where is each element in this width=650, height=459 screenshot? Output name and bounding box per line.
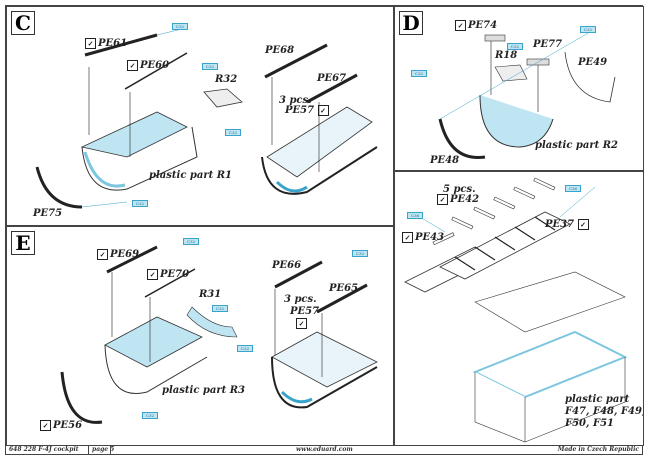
check-icon: ✓ <box>455 20 466 31</box>
panel-f-drawing <box>404 177 628 443</box>
label-r32: R32 <box>215 74 238 85</box>
label-3pcs: 3 pcs. <box>284 294 317 305</box>
paint-callout: C32 <box>132 200 148 207</box>
label-plastic-parts-2: F50, F51 <box>565 418 614 429</box>
paint-callout: C32 <box>202 63 218 70</box>
panel-f: 5 pcs. ✓PE42 ✓PE43 PE37 ✓ plastic part F… <box>394 171 644 446</box>
product-code: 648 228 F-4J cockpit <box>9 446 79 453</box>
label-pe48: PE48 <box>430 155 460 166</box>
check-icon: ✓ <box>296 318 307 329</box>
label-pe42: ✓PE42 <box>437 194 479 205</box>
panel-e-drawing <box>60 245 378 424</box>
label-plastic-r1: plastic part R1 <box>149 170 232 181</box>
panel-c: C ✓PE61 ✓PE60 R32 PE75 plastic part R1 P <box>6 6 394 226</box>
check-icon: ✓ <box>40 420 51 431</box>
paint-callout: C32 <box>352 250 368 257</box>
page-number: page 5 <box>92 446 115 453</box>
label-pe37: PE37 ✓ <box>545 219 591 230</box>
check-icon: ✓ <box>85 38 96 49</box>
instruction-sheet: C ✓PE61 ✓PE60 R32 PE75 plastic part R1 P <box>5 5 644 446</box>
label-plastic-r3: plastic part R3 <box>162 385 245 396</box>
label-plastic-parts-1: F47, F48, F49, <box>565 406 644 417</box>
label-pe65: PE65 <box>329 283 359 294</box>
paint-callout: C32 <box>411 70 427 77</box>
check-icon: ✓ <box>437 194 448 205</box>
label-pe43: ✓PE43 <box>402 232 444 243</box>
footer: 648 228 F-4J cockpit page 5 www.eduard.c… <box>5 445 643 455</box>
label-pe68: PE68 <box>265 45 295 56</box>
label-r31: R31 <box>199 289 222 300</box>
check-icon: ✓ <box>577 219 589 230</box>
label-pe67: PE67 <box>317 73 347 84</box>
label-5pcs: 5 pcs. <box>443 184 476 195</box>
paint-callout: C32 <box>225 129 241 136</box>
label-pe57: PE57 ✓ <box>285 105 331 116</box>
check-icon: ✓ <box>402 232 413 243</box>
paint-callout: C32 <box>172 23 188 30</box>
paint-callout: C36 <box>565 185 581 192</box>
label-plastic-part: plastic part <box>565 394 630 405</box>
paint-callout: C32 <box>212 305 228 312</box>
label-pe66: PE66 <box>272 260 302 271</box>
label-pe49: PE49 <box>578 57 608 68</box>
origin: Made in Czech Republic <box>557 446 639 453</box>
label-pe57: PE57 <box>290 306 320 317</box>
label-pe74: ✓PE74 <box>455 20 497 31</box>
check-pe57: ✓ <box>296 318 309 329</box>
paint-callout: C32 <box>580 26 596 33</box>
label-plastic-r2: plastic part R2 <box>535 140 618 151</box>
paint-callout: C32 <box>142 412 158 419</box>
paint-callout: C32 <box>183 238 199 245</box>
check-icon: ✓ <box>97 249 108 260</box>
panel-d: D ✓PE74 PE77 R18 PE49 PE48 plastic part … <box>394 6 644 171</box>
check-icon: ✓ <box>317 105 329 116</box>
label-pe60: ✓PE60 <box>127 60 169 71</box>
label-pe56: ✓PE56 <box>40 420 82 431</box>
step-letter-c: C <box>11 11 35 35</box>
label-r18: R18 <box>495 50 518 61</box>
paint-callout: C36 <box>407 212 423 219</box>
check-icon: ✓ <box>127 60 138 71</box>
label-3pcs: 3 pcs. <box>279 95 312 106</box>
step-letter-e: E <box>11 231 35 255</box>
label-pe75: PE75 <box>33 208 63 219</box>
panel-c-drawing <box>35 28 378 209</box>
panel-d-drawing <box>438 31 616 160</box>
panel-e: E ✓PE69 ✓PE70 R31 PE66 PE65 3 pcs. PE57 … <box>6 226 394 446</box>
step-letter-d: D <box>399 11 423 35</box>
label-pe70: ✓PE70 <box>147 269 189 280</box>
label-pe61: ✓PE61 <box>85 38 127 49</box>
check-icon: ✓ <box>147 269 158 280</box>
label-pe77: PE77 <box>533 39 563 50</box>
paint-callout: C32 <box>237 345 253 352</box>
paint-callout: C32 <box>507 43 523 50</box>
website: www.eduard.com <box>296 446 353 453</box>
label-pe69: ✓PE69 <box>97 249 139 260</box>
